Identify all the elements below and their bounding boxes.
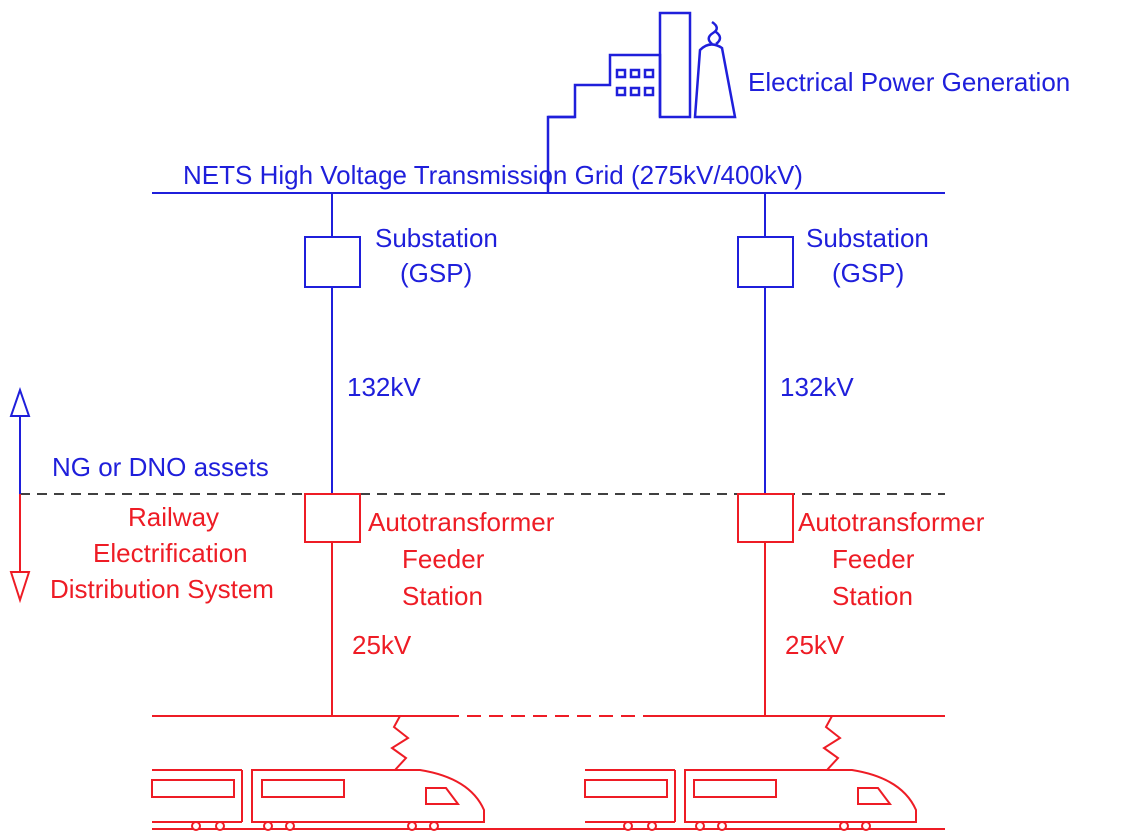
voltage-25-right: 25kV [785, 630, 845, 660]
atf-right-label-2: Feeder [832, 544, 915, 574]
pantograph-icon [822, 715, 842, 771]
train-icon [151, 715, 485, 831]
substation-left-label-1: Substation [375, 223, 498, 253]
substation-box-icon [737, 236, 794, 288]
railway-label-2: Electrification [93, 538, 248, 568]
autotransformer-box-icon [304, 493, 361, 543]
voltage-25-left: 25kV [352, 630, 412, 660]
atf-left-label-3: Station [402, 581, 483, 611]
autotransformer-box-icon [737, 493, 794, 543]
substation-box-icon [304, 236, 361, 288]
ng-dno-label: NG or DNO assets [52, 452, 269, 482]
atf-right-label-1: Autotransformer [798, 507, 985, 537]
atf-right-label-3: Station [832, 581, 913, 611]
atf-left-label-2: Feeder [402, 544, 485, 574]
voltage-132-right: 132kV [780, 372, 854, 402]
pantograph-icon [390, 715, 410, 771]
double-arrow-icon [9, 386, 31, 604]
railway-label-1: Railway [128, 502, 219, 532]
factory-icon [546, 11, 737, 193]
substation-left-label-2: (GSP) [400, 258, 472, 288]
railway-label-3: Distribution System [50, 574, 274, 604]
atf-left-label-1: Autotransformer [368, 507, 555, 537]
train-icon [584, 715, 917, 831]
voltage-132-left: 132kV [347, 372, 421, 402]
substation-right-label-2: (GSP) [832, 258, 904, 288]
generation-label: Electrical Power Generation [748, 67, 1070, 97]
grid-label: NETS High Voltage Transmission Grid (275… [183, 160, 803, 190]
substation-right-label-1: Substation [806, 223, 929, 253]
